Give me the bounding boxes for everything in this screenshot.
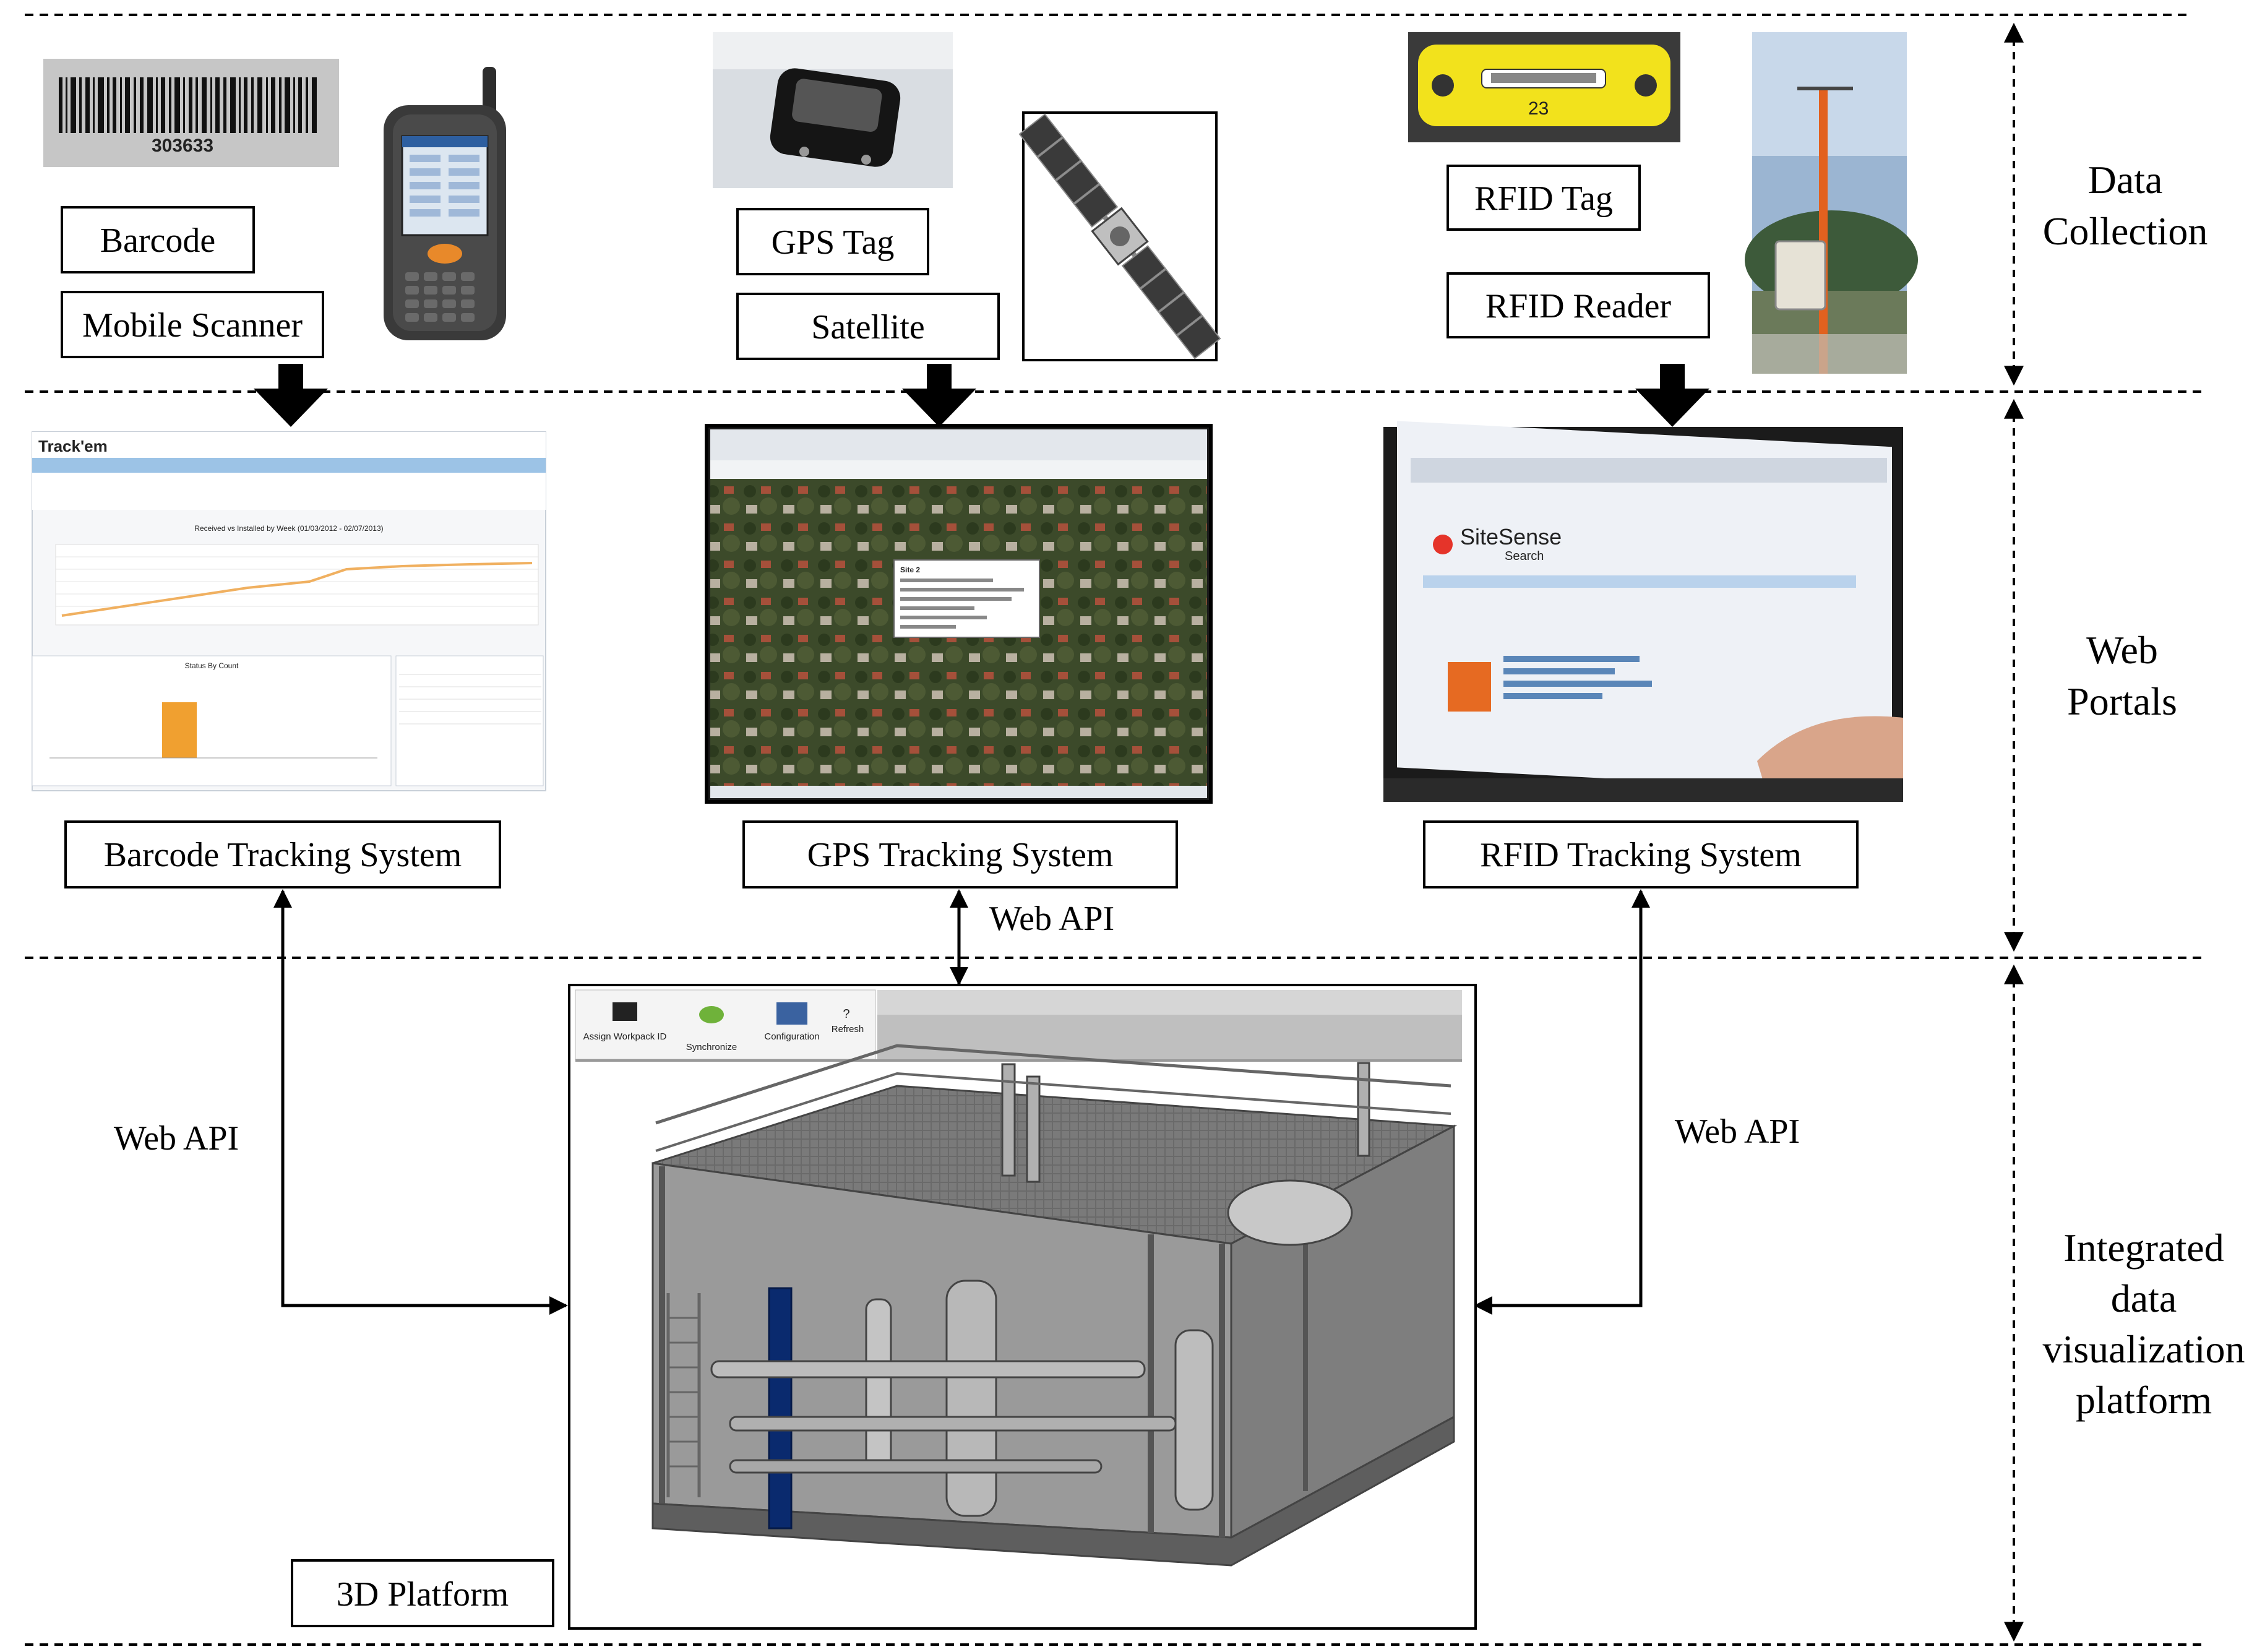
rfid-tag-label-box: RFID Tag	[1447, 165, 1641, 231]
svg-text:visualization: visualization	[2042, 1327, 2245, 1371]
svg-text:Collection: Collection	[2043, 209, 2208, 253]
svg-text:Satellite: Satellite	[811, 308, 925, 346]
svg-text:303633: 303633	[152, 136, 213, 156]
svg-text:Portals: Portals	[2067, 679, 2177, 723]
laptop-icon	[613, 1002, 637, 1021]
web-api-connectors	[273, 889, 1650, 1315]
section-label-integrated: Integrated data visualization platform	[2042, 1226, 2245, 1422]
barcode-label-box: Barcode	[61, 206, 255, 273]
web-api-label-center: Web API	[989, 900, 1114, 938]
svg-text:RFID Reader: RFID Reader	[1485, 287, 1672, 325]
svg-text:Status By Count: Status By Count	[185, 661, 239, 670]
rfid-system-label-box: RFID Tracking System	[1423, 820, 1859, 888]
svg-text:platform: platform	[2076, 1378, 2212, 1422]
rfid-reader-image	[1745, 32, 1918, 374]
svg-text:3D Platform: 3D Platform	[337, 1575, 509, 1614]
toolbar-refresh: Refresh	[832, 1024, 864, 1035]
barcode-image: 303633	[43, 59, 339, 167]
svg-text:Barcode Tracking System: Barcode Tracking System	[104, 836, 462, 874]
barcode-system-label-box: Barcode Tracking System	[64, 820, 501, 888]
rfid-tag-image: 23	[1408, 32, 1680, 142]
toolbar-configuration: Configuration	[764, 1031, 819, 1042]
web-api-label-right: Web API	[1675, 1112, 1800, 1151]
mobile-scanner-image	[384, 67, 506, 340]
gps-portal-screenshot: Site 2	[705, 424, 1213, 804]
svg-text:Barcode: Barcode	[100, 222, 216, 260]
gps-tag-image	[713, 32, 953, 188]
gps-system-label-box: GPS Tracking System	[742, 820, 1178, 888]
section-label-web-portals: Web Portals	[2067, 628, 2177, 723]
svg-text:data: data	[2111, 1276, 2177, 1320]
gps-tag-label-box: GPS Tag	[736, 208, 929, 275]
toolbar-icons: ?	[613, 1002, 850, 1025]
svg-text:SiteSense: SiteSense	[1460, 524, 1562, 549]
svg-text:GPS Tracking System: GPS Tracking System	[807, 836, 1114, 874]
rfid-portal-screenshot: SiteSense Search	[1383, 421, 1903, 802]
svg-text:Web: Web	[2086, 628, 2158, 672]
svg-text:Track'em: Track'em	[38, 437, 108, 455]
configuration-icon	[776, 1002, 807, 1025]
satellite-image	[1018, 111, 1221, 361]
sync-icon	[699, 1006, 724, 1023]
svg-text:Search: Search	[1505, 549, 1544, 563]
svg-text:RFID Tag: RFID Tag	[1474, 179, 1613, 218]
3d-platform-label-box: 3D Platform	[291, 1559, 554, 1627]
web-api-label-left: Web API	[114, 1119, 239, 1158]
rfid-reader-label-box: RFID Reader	[1447, 272, 1710, 338]
skid-model	[651, 1044, 1458, 1567]
barcode-portal-screenshot: Track'em Received vs Installed by Week (…	[32, 431, 546, 791]
svg-text:Received vs Installed by Week: Received vs Installed by Week (01/03/201…	[194, 524, 383, 533]
svg-text:RFID Tracking System: RFID Tracking System	[1480, 836, 1802, 874]
toolbar-synchronize: Synchronize	[686, 1042, 737, 1052]
svg-text:23: 23	[1528, 98, 1549, 119]
refresh-icon: ?	[843, 1007, 849, 1021]
svg-text:Integrated: Integrated	[2063, 1226, 2224, 1270]
toolbar-assign: Assign Workpack ID	[583, 1031, 667, 1042]
svg-text:Site 2: Site 2	[900, 566, 920, 574]
section-label-data-collection: Data Collection	[2043, 158, 2208, 253]
mobile-scanner-label-box: Mobile Scanner	[61, 291, 324, 358]
3d-platform-screenshot: ? Assign Workpack ID Synchronize Configu…	[568, 984, 1477, 1630]
svg-text:GPS Tag: GPS Tag	[772, 223, 895, 262]
block-arrows-down	[254, 364, 1709, 427]
svg-text:Mobile Scanner: Mobile Scanner	[82, 306, 303, 345]
satellite-label-box: Satellite	[736, 293, 1000, 360]
svg-text:Data: Data	[2088, 158, 2163, 202]
